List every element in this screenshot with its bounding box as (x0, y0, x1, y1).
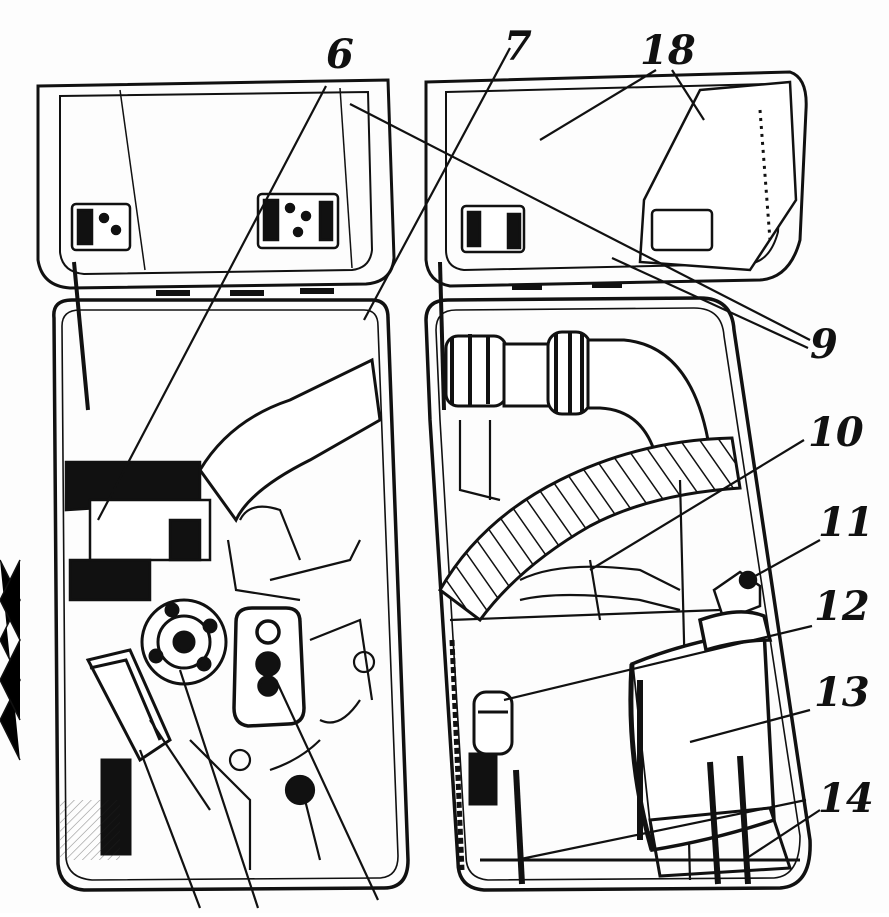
leader-9-a (349, 103, 811, 341)
callout-12: 12 (814, 583, 870, 630)
right-air-intake-pipe (444, 330, 710, 452)
left-distributor-gear (140, 598, 228, 686)
right-bay-bottom-base (480, 806, 800, 878)
leader-10 (589, 439, 805, 571)
callout-9: 9 (810, 321, 838, 368)
left-hood-prop-rod (72, 261, 90, 411)
leader-14-b (743, 809, 821, 861)
left-hood-lid (36, 78, 396, 290)
callout-14: 14 (818, 775, 874, 822)
left-hood-latch-right (256, 192, 340, 250)
right-hood-filter-cover (638, 80, 798, 272)
left-oil-filter-housing (232, 606, 306, 728)
left-side-lattice (0, 559, 21, 761)
callout-numbers: 6 7 18 9 10 11 12 13 14 (326, 23, 874, 822)
leader-11 (747, 539, 821, 581)
left-engine-block (64, 460, 212, 602)
leader-13 (689, 708, 811, 744)
leader-lines (97, 47, 821, 909)
leader-14-a (515, 798, 807, 862)
left-hood-hinges (156, 288, 334, 296)
right-pipe-left-column (449, 639, 465, 871)
leader-bottom-1 (138, 749, 202, 909)
callout-6: 6 (326, 31, 354, 78)
leader-7 (363, 47, 511, 321)
right-hood-prop-rod (438, 261, 446, 411)
leader-12 (503, 624, 813, 702)
right-hood-hinges (512, 282, 622, 290)
right-corrugated-hose (438, 436, 742, 623)
leader-6 (97, 85, 327, 521)
right-hood-latch (460, 204, 526, 254)
leader-18-a (539, 69, 657, 141)
callout-11: 11 (818, 499, 874, 546)
left-bay-lower-hatching (60, 800, 120, 860)
callout-13: 13 (814, 669, 870, 716)
right-mounting-studs (513, 755, 751, 885)
left-hood-latch-left (70, 202, 132, 252)
right-fuel-pump-fitting (712, 570, 762, 622)
left-engine-bay-frame (52, 298, 410, 892)
right-engine-bay-frame (424, 296, 812, 892)
leader-bottom-3 (275, 679, 379, 901)
callout-7: 7 (504, 23, 532, 70)
leader-bottom-2 (178, 669, 260, 909)
callout-18: 18 (640, 27, 696, 74)
right-small-filter (468, 690, 514, 806)
callout-10: 10 (808, 409, 864, 456)
leader-9-b (611, 257, 809, 349)
leader-18-b (671, 69, 705, 121)
left-pipes-and-brackets (149, 505, 376, 870)
left-engine-intake-pipe (198, 357, 382, 523)
